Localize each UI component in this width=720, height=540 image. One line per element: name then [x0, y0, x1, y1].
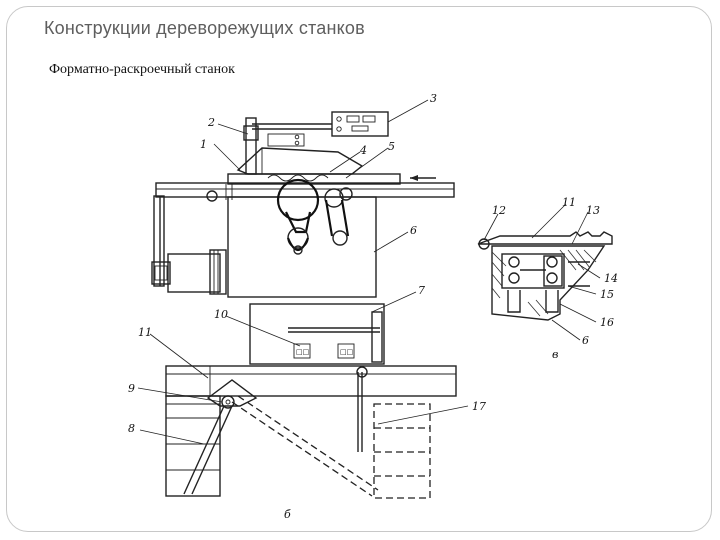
- callout-9: 9: [128, 382, 135, 395]
- view-label-b: б: [284, 508, 291, 521]
- callout-11: 11: [138, 326, 152, 339]
- callout-leaders: [137, 99, 601, 445]
- control-panel: [331, 111, 389, 137]
- callout-10: 10: [214, 308, 228, 321]
- callout-15: 15: [600, 288, 614, 301]
- callout-12: 12: [492, 204, 506, 217]
- callout-17: 17: [472, 400, 486, 413]
- callout-numbers: 1 2 3 4 5 6 7 10 11 9 8 17 12 11 13 14 1…: [128, 92, 618, 521]
- plan-stand: [165, 395, 221, 497]
- machine-cabinet: [227, 196, 377, 298]
- slide-frame: [6, 6, 712, 532]
- view-label-v: в: [552, 348, 558, 361]
- callout-4: 4: [359, 144, 367, 157]
- detail-view: [477, 231, 613, 321]
- svg-text:□□: □□: [296, 348, 309, 356]
- table-top: [155, 182, 455, 198]
- front-view: [151, 111, 455, 298]
- motor-block: [151, 261, 171, 285]
- sliding-carriage: [249, 303, 385, 365]
- callout-6: 6: [410, 224, 417, 237]
- saw-disc: [276, 178, 320, 222]
- extension-table: [373, 403, 431, 499]
- callout-7: 7: [418, 284, 425, 297]
- slide-title: Конструкции дереворежущих станков: [44, 18, 365, 38]
- callout-13: 13: [586, 204, 600, 217]
- callout-8: 8: [128, 422, 135, 435]
- callout-2: 2: [207, 116, 215, 129]
- slide-subtitle: Форматно-раскроечный станок: [49, 62, 235, 77]
- callout-1: 1: [200, 138, 207, 151]
- callout-16: 16: [600, 316, 614, 329]
- plan-view: □□ □□: [165, 303, 457, 499]
- callout-14: 14: [604, 272, 618, 285]
- plan-table: [165, 365, 457, 397]
- svg-text:□□: □□: [340, 348, 353, 356]
- callout-5: 5: [388, 140, 395, 153]
- callout-11b: 11: [562, 196, 576, 209]
- callout-6b: 6: [582, 334, 589, 347]
- callout-3: 3: [430, 92, 437, 105]
